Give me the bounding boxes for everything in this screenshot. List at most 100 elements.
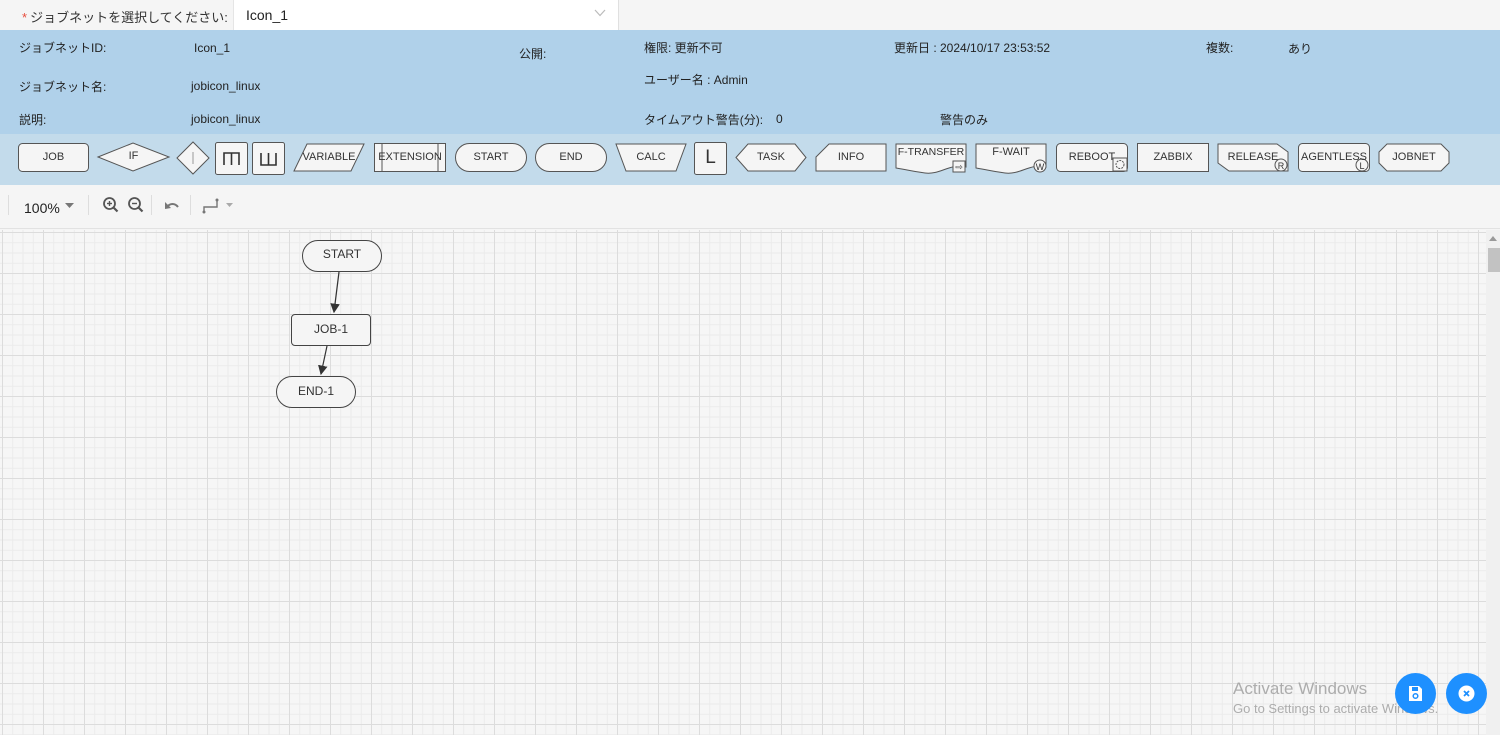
zoom-in-icon[interactable] bbox=[102, 196, 120, 214]
palette-jobnet[interactable]: JOBNET bbox=[1378, 143, 1450, 172]
palette-zabbix[interactable]: ZABBIX bbox=[1137, 143, 1209, 172]
palette-parallel-start[interactable] bbox=[215, 142, 248, 175]
activate-windows-watermark: Activate Windows Go to Settings to activ… bbox=[1233, 679, 1438, 716]
scroll-up-arrow-icon[interactable] bbox=[1489, 236, 1497, 241]
permission-text: 権限: 更新不可 bbox=[644, 41, 723, 55]
node-job-1[interactable]: JOB-1 bbox=[291, 314, 371, 346]
palette-extension-label: EXTENSION bbox=[378, 151, 442, 163]
node-end-1[interactable]: END-1 bbox=[276, 376, 356, 408]
palette-release-label: RELEASE bbox=[1227, 151, 1279, 163]
parallelogram-shape-icon bbox=[293, 143, 365, 172]
palette-end[interactable]: END bbox=[535, 143, 607, 172]
palette-variable[interactable]: VARIABLE bbox=[293, 143, 365, 172]
extension-shape-icon bbox=[374, 143, 446, 172]
parallel-start-icon bbox=[215, 142, 248, 175]
jobnet-name-value: jobicon_linux bbox=[191, 79, 261, 93]
octagon-shape-icon bbox=[1378, 143, 1450, 172]
jobnet-selector-label: *ジョブネットを選択してください: bbox=[22, 7, 228, 26]
icon-palette: JOB IF VARIABLE EXTENSION START END CALC bbox=[0, 134, 1500, 185]
palette-start[interactable]: START bbox=[455, 143, 527, 172]
palette-task[interactable]: TASK bbox=[735, 143, 807, 172]
palette-extension[interactable]: EXTENSION bbox=[374, 143, 446, 172]
palette-release[interactable]: R RELEASE bbox=[1217, 143, 1289, 172]
edge-start-to-job1 bbox=[330, 271, 340, 314]
watermark-title: Activate Windows bbox=[1233, 679, 1368, 698]
jobnet-selector-label-text: ジョブネットを選択してください: bbox=[30, 10, 228, 25]
palette-agentless-label: AGENTLESS bbox=[1300, 151, 1368, 163]
updated-date: 更新日 : 2024/10/17 23:53:52 bbox=[894, 41, 1051, 55]
palette-start-label: START bbox=[473, 151, 509, 163]
node-start-label: START bbox=[322, 247, 362, 261]
palette-parallel-end[interactable] bbox=[252, 142, 285, 175]
palette-calc[interactable]: CALC bbox=[615, 143, 687, 172]
diagram-edges bbox=[318, 271, 340, 376]
palette-f-wait-label: F-WAIT bbox=[992, 146, 1030, 158]
timeout-value: 0 bbox=[776, 112, 783, 126]
toolbar-divider bbox=[151, 195, 152, 215]
scrollbar-thumb[interactable] bbox=[1488, 248, 1500, 272]
jobnet-select[interactable]: Icon_1 bbox=[233, 0, 619, 30]
jobnet-info-panel: ジョブネットID: Icon_1 ジョブネット名: jobicon_linux … bbox=[0, 30, 1500, 134]
square-shape-icon bbox=[694, 142, 727, 175]
palette-variable-label: VARIABLE bbox=[302, 151, 356, 163]
trapezoid-shape-icon bbox=[615, 143, 687, 172]
jobnet-select-value: Icon_1 bbox=[246, 7, 289, 23]
palette-info-label: INFO bbox=[837, 151, 865, 163]
save-icon bbox=[1409, 686, 1422, 701]
palette-reboot[interactable]: REBOOT bbox=[1056, 143, 1128, 172]
jobnet-id-label: ジョブネットID: bbox=[19, 41, 107, 55]
username-text: ユーザー名 : Admin bbox=[644, 73, 748, 87]
diagram-canvas[interactable]: START JOB-1 END-1 bbox=[0, 230, 1486, 735]
agentless-badge-icon: L bbox=[1359, 161, 1364, 171]
palette-if[interactable]: IF bbox=[96, 142, 171, 172]
agentless-shape-icon: L bbox=[1298, 143, 1370, 172]
palette-f-transfer-label: F-TRANSFER bbox=[897, 146, 965, 158]
zoom-level-value: 100% bbox=[24, 200, 60, 216]
wave-doc-shape-icon: W bbox=[975, 143, 1047, 174]
palette-f-transfer[interactable]: ⇨ F-TRANSFER bbox=[895, 143, 967, 174]
palette-agentless[interactable]: L AGENTLESS bbox=[1298, 143, 1370, 172]
release-shape-icon: R bbox=[1217, 143, 1289, 172]
zoom-out-icon[interactable] bbox=[127, 196, 145, 214]
toolbar-divider bbox=[190, 195, 191, 215]
public-label: 公開: bbox=[519, 47, 547, 61]
wait-badge-icon: W bbox=[1036, 162, 1045, 172]
palette-f-wait[interactable]: W F-WAIT bbox=[975, 143, 1047, 174]
toolbar-divider bbox=[88, 195, 89, 215]
reboot-shape-icon bbox=[1056, 143, 1128, 172]
caret-down-icon bbox=[65, 203, 74, 208]
palette-if-label: IF bbox=[128, 150, 139, 162]
save-button[interactable] bbox=[1395, 673, 1436, 714]
jobnet-name-label: ジョブネット名: bbox=[19, 80, 107, 94]
undo-icon[interactable] bbox=[163, 196, 181, 214]
node-end-1-label: END-1 bbox=[297, 384, 334, 398]
palette-task-label: TASK bbox=[757, 151, 785, 163]
editor-toolbar: 100% bbox=[0, 185, 1500, 229]
toolbar-divider bbox=[8, 195, 9, 215]
rect-shape-icon bbox=[1137, 143, 1209, 172]
multiple-label: 複数: bbox=[1206, 41, 1234, 55]
palette-loop-l-label: L bbox=[705, 147, 716, 168]
palette-job-label: JOB bbox=[42, 151, 65, 163]
node-job-1-label: JOB-1 bbox=[313, 322, 348, 336]
palette-calc-label: CALC bbox=[636, 151, 666, 163]
close-button[interactable] bbox=[1446, 673, 1487, 714]
stadium-shape-icon bbox=[535, 143, 607, 172]
connector-style-icon bbox=[202, 198, 219, 214]
node-start[interactable]: START bbox=[302, 240, 382, 272]
palette-loop[interactable] bbox=[176, 141, 211, 175]
wave-doc-shape-icon: ⇨ bbox=[895, 143, 967, 174]
caret-down-icon bbox=[226, 203, 233, 207]
palette-loop-l[interactable]: L bbox=[694, 142, 727, 175]
palette-info[interactable]: INFO bbox=[815, 143, 887, 172]
timeout-label: タイムアウト警告(分): bbox=[644, 113, 764, 127]
palette-reboot-label: REBOOT bbox=[1068, 151, 1116, 163]
jobnet-selector-bar: *ジョブネットを選択してください: Icon_1 bbox=[0, 0, 1500, 30]
palette-job[interactable]: JOB bbox=[18, 143, 89, 172]
chevron-down-icon bbox=[594, 9, 606, 17]
release-badge-icon: R bbox=[1278, 161, 1285, 171]
jobnet-id-value: Icon_1 bbox=[194, 41, 231, 55]
vertical-scrollbar[interactable] bbox=[1486, 230, 1500, 735]
job-shape-icon bbox=[18, 143, 89, 172]
close-icon bbox=[1458, 685, 1475, 702]
